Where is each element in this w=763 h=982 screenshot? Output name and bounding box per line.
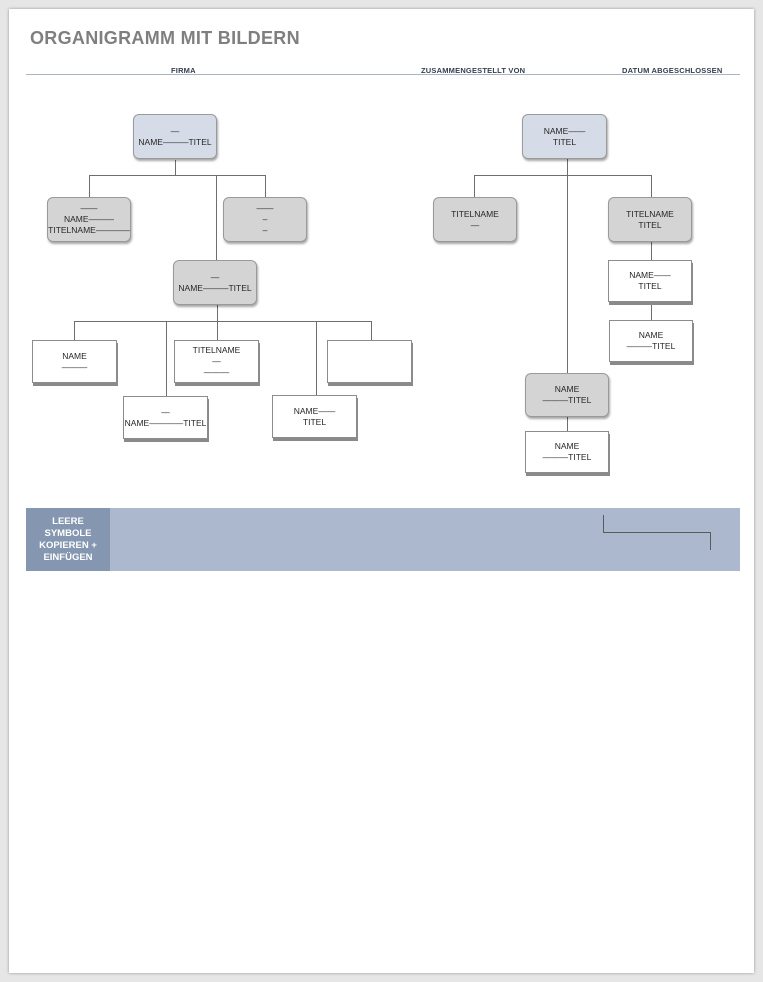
node-line: NAME——	[629, 270, 671, 280]
connector	[175, 160, 176, 176]
header-rule	[26, 74, 740, 75]
node-line: NAME	[638, 330, 664, 340]
right-card-1[interactable]: NAME—— TITEL	[608, 260, 692, 302]
connector	[567, 417, 568, 432]
connector	[217, 305, 218, 322]
left-card-4[interactable]: NAME—— TITEL	[272, 395, 357, 438]
node-line: TITEL	[638, 219, 662, 230]
right-lower-node[interactable]: NAME ———TITEL	[525, 373, 609, 417]
left-top-node[interactable]: — NAME———TITEL	[133, 114, 217, 159]
connector	[217, 321, 218, 341]
node-line: NAME——	[543, 125, 586, 136]
connector	[567, 159, 568, 374]
node-line: ———TITEL	[542, 395, 592, 405]
header-company: FIRMA	[171, 66, 196, 75]
node-line: NAME	[554, 384, 580, 394]
node-line: —	[470, 219, 480, 230]
right-top-node[interactable]: NAME—— TITEL	[522, 114, 607, 159]
left-card-2[interactable]: — NAME————TITEL	[123, 396, 208, 439]
node-line: TITELNAME	[192, 345, 241, 355]
node-line: NAME———TITEL	[178, 282, 252, 293]
connector	[316, 321, 317, 397]
node-line: TITEL	[302, 416, 327, 427]
connector	[89, 175, 90, 198]
connector	[216, 175, 217, 260]
connector-symbol[interactable]	[603, 532, 711, 533]
node-line: NAME	[554, 441, 580, 451]
node-line: NAME———TITEL	[138, 136, 212, 147]
node-line: ——	[256, 203, 274, 213]
connector	[74, 321, 75, 341]
connector	[651, 241, 652, 260]
connector-symbol[interactable]	[710, 532, 711, 550]
node-line: —	[210, 271, 220, 282]
node-line: NAME————TITEL	[124, 417, 207, 428]
left-card-1[interactable]: NAME ———	[32, 340, 117, 383]
node-line: TITEL	[638, 281, 662, 291]
connector	[474, 175, 652, 176]
left-child-node-left[interactable]: —— NAME——— TITELNAME————	[47, 197, 131, 242]
document-page: ORGANIGRAMM MIT BILDERN FIRMA ZUSAMMENGE…	[9, 9, 754, 973]
connector-symbol[interactable]	[603, 515, 604, 533]
connector	[474, 175, 475, 198]
node-line: ———TITEL	[626, 341, 676, 351]
node-line: TITELNAME	[451, 208, 499, 219]
right-lower-card[interactable]: NAME ———TITEL	[525, 431, 609, 473]
header-compiled-by: ZUSAMMENGESTELLT VON	[421, 66, 526, 75]
node-line: ———	[203, 367, 230, 377]
node-line: TITELNAME	[626, 208, 674, 219]
connector	[166, 321, 167, 397]
connector	[89, 175, 266, 176]
node-line: NAME	[62, 350, 87, 361]
left-card-3[interactable]: TITELNAME — ———	[174, 340, 259, 383]
connector	[651, 303, 652, 321]
node-line: NAME———	[63, 214, 115, 224]
node-line: –	[262, 225, 268, 235]
left-child-node-right[interactable]: —— – –	[223, 197, 307, 242]
node-line: —	[161, 406, 170, 417]
page-title: ORGANIGRAMM MIT BILDERN	[30, 28, 300, 48]
right-child-node-left[interactable]: TITELNAME —	[433, 197, 517, 242]
left-card-empty[interactable]	[327, 340, 412, 383]
blank-symbols-label: LEERE SYMBOLE KOPIEREN + EINFÜGEN	[26, 508, 110, 571]
connector	[371, 321, 372, 341]
connector	[74, 321, 372, 322]
node-line: ———	[61, 361, 88, 372]
node-line: TITELNAME————	[48, 225, 130, 235]
connector	[265, 175, 266, 198]
blank-symbols-band: LEERE SYMBOLE KOPIEREN + EINFÜGEN	[26, 508, 740, 571]
left-middle-node[interactable]: — NAME———TITEL	[173, 260, 257, 305]
node-line: —	[212, 356, 221, 366]
node-line: TITEL	[552, 136, 577, 147]
node-line: ———TITEL	[542, 452, 592, 462]
connector	[651, 175, 652, 198]
right-child-node-right[interactable]: TITELNAME TITEL	[608, 197, 692, 242]
right-card-2[interactable]: NAME ———TITEL	[609, 320, 693, 362]
node-line: ——	[80, 203, 98, 213]
node-line: NAME——	[293, 405, 336, 416]
node-line: –	[262, 214, 268, 224]
header-date-completed: DATUM ABGESCHLOSSEN	[622, 66, 723, 75]
node-line: —	[170, 125, 180, 136]
